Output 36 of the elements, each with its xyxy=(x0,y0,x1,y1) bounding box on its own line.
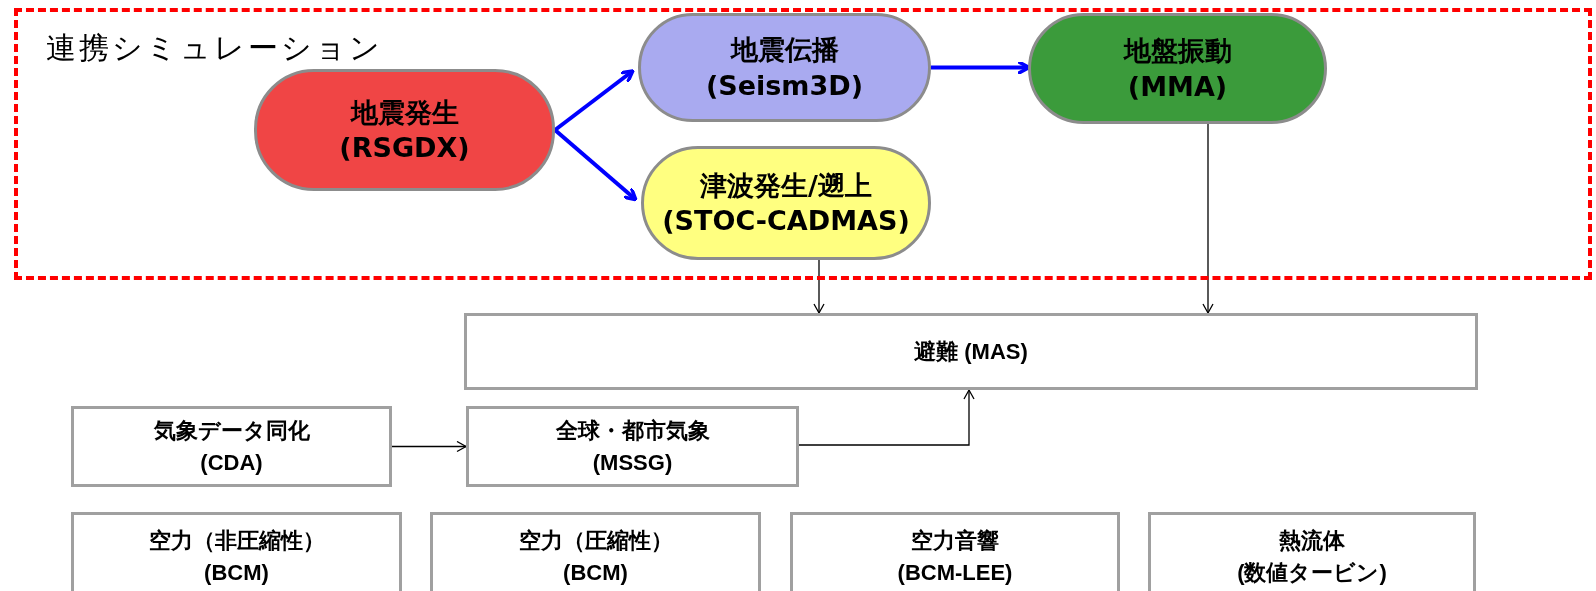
node-subtitle: (CDA) xyxy=(200,448,263,477)
arrow xyxy=(813,259,825,314)
node-title: 地震伝播 xyxy=(730,33,839,68)
process-box xyxy=(71,406,392,487)
arrow xyxy=(553,69,635,132)
node-title: 空力音響 xyxy=(911,527,999,555)
node-subtitle: (BCM-LEE) xyxy=(897,558,1013,587)
process-box xyxy=(71,512,402,591)
arrow xyxy=(798,389,975,446)
node-subtitle: (MSSG) xyxy=(592,448,673,477)
node-title: 気象データ同化 xyxy=(153,416,310,445)
node-subtitle: (BCM) xyxy=(204,558,269,587)
node-subtitle: (BCM) xyxy=(563,558,628,587)
arrow xyxy=(391,440,467,453)
node-title: 空力（圧縮性） xyxy=(518,527,673,555)
process-box xyxy=(790,512,1120,591)
process-box xyxy=(430,512,761,591)
node-title: 地盤振動 xyxy=(1123,34,1232,69)
node-title: 地震発生 xyxy=(350,95,459,130)
process-box xyxy=(466,406,799,487)
process-box xyxy=(1148,512,1476,591)
group-frame xyxy=(14,8,1592,280)
arrow xyxy=(553,128,638,202)
node-title: 全球・都市気象 xyxy=(555,416,710,445)
arrow xyxy=(1202,123,1214,314)
node-title: 熱流体 xyxy=(1279,527,1345,555)
node-title: 避難 (MAS) xyxy=(914,337,1028,366)
process-box xyxy=(464,313,1478,390)
node-title: 空力（非圧縮性） xyxy=(148,527,325,555)
node-subtitle: (RSGDX) xyxy=(339,131,470,165)
group-title: 連携シミュレーション xyxy=(46,29,383,67)
node-subtitle: (Seism3D) xyxy=(705,68,864,103)
node-title: 津波発生/遡上 xyxy=(700,168,872,203)
node-subtitle: (MMA) xyxy=(1127,69,1228,104)
node-subtitle: (STOC-CADMAS) xyxy=(662,204,910,238)
node-subtitle: (数値タービン) xyxy=(1237,558,1387,587)
